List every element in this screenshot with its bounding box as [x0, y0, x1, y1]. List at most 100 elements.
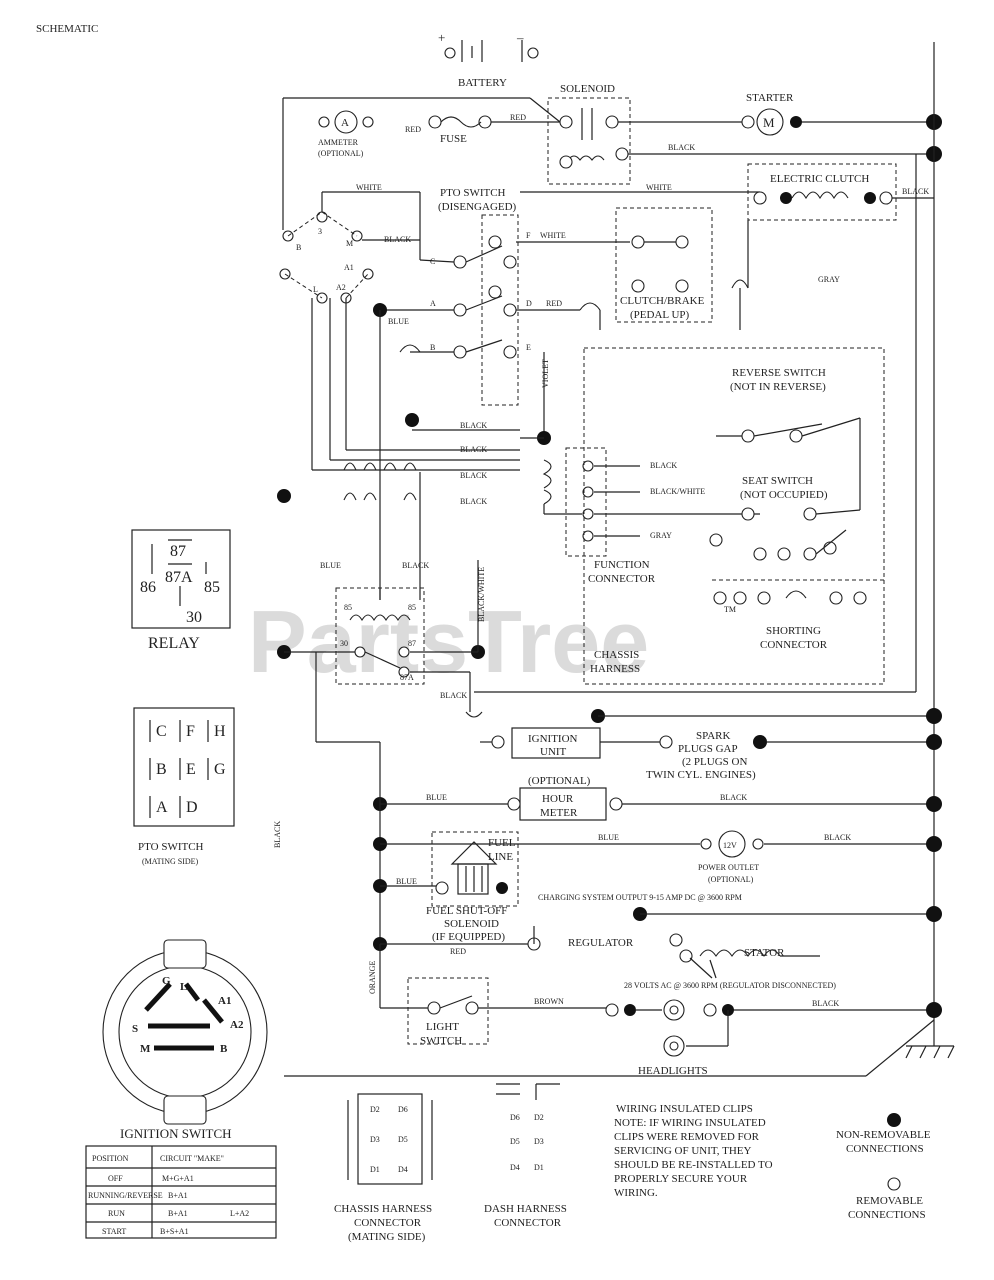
- ign-table-header-circuit: CIRCUIT "MAKE": [160, 1154, 224, 1163]
- relay-86: 86: [140, 579, 156, 596]
- note-line2: NOTE: IF WIRING INSULATED: [614, 1117, 766, 1129]
- ign-face-a1: A1: [218, 995, 231, 1007]
- parts-tree-watermark: PartsTree: [248, 592, 649, 691]
- ignition-unit-line1: IGNITION: [528, 733, 578, 745]
- wire-label-black-hour: BLACK: [720, 793, 747, 802]
- ammeter: A AMMETER (OPTIONAL): [318, 110, 374, 158]
- note-line6: PROPERLY SECURE YOUR: [614, 1173, 748, 1185]
- regulator-label: REGULATOR: [568, 937, 634, 949]
- relay-sch-85a: 85: [344, 603, 352, 612]
- chassis-conn-line3: (MATING SIDE): [348, 1231, 426, 1243]
- wire-label-blue-relay: BLUE: [320, 561, 341, 570]
- connections-legend: NON-REMOVABLE CONNECTIONS REMOVABLE CONN…: [836, 1113, 931, 1221]
- ignition-switch-face: G L A1 A2 S M B: [102, 939, 268, 1125]
- pto-term-c: C: [430, 257, 435, 266]
- dash-harness-connector: D6 D2 D5 D3 D4 D1 DASH HARNESS CONNECTOR: [484, 1083, 567, 1229]
- seat-switch-sub: (NOT OCCUPIED): [740, 489, 828, 501]
- ign-table-pos-off: OFF: [108, 1174, 123, 1183]
- wiring-note: WIRING INSULATED CLIPS NOTE: IF WIRING I…: [614, 1103, 773, 1199]
- shorting-connector: SHORTING CONNECTOR: [712, 579, 884, 651]
- function-connector-line1: FUNCTION: [594, 559, 650, 571]
- reverse-switch-sub: (NOT IN REVERSE): [730, 381, 826, 393]
- legend-removable-circle: [887, 1177, 901, 1191]
- ign-terminal-label-b: B: [296, 243, 301, 252]
- relay-sch-85b: 85: [408, 603, 416, 612]
- watermark-tm: TM: [724, 605, 736, 614]
- wire-label-black-bundle3: BLACK: [460, 471, 487, 480]
- hour-meter-optional: (OPTIONAL): [528, 775, 591, 787]
- hour-meter-line1: HOUR: [542, 793, 574, 805]
- hour-meter-line2: METER: [540, 807, 578, 819]
- spark-plugs-line1: SPARK: [696, 730, 731, 742]
- chassis-conn-d1: D1: [370, 1165, 380, 1174]
- ign-terminal-label-m: M: [346, 239, 353, 248]
- fuel-line-line1: FUEL: [488, 837, 516, 849]
- ign-table-pos-reverse: RUNNING/REVERSE: [88, 1191, 163, 1200]
- shorting-connector-line1: SHORTING: [766, 625, 821, 637]
- legend-nonremovable-line1: NON-REMOVABLE: [836, 1129, 931, 1141]
- headlights: HEADLIGHTS: [605, 999, 734, 1077]
- chassis-conn-line1: CHASSIS HARNESS: [334, 1203, 432, 1215]
- fuel-shutoff-solenoid: FUEL LINE FUEL SHUT-OFF SOLENOID (IF EQU…: [426, 831, 519, 943]
- dash-conn-d1: D1: [534, 1163, 544, 1172]
- light-switch-line2: SWITCH: [420, 1035, 462, 1047]
- pto-switch-schematic: PTO SWITCH (DISENGAGED) C F A D B E: [430, 187, 532, 406]
- wire-label-red-pto: RED: [546, 299, 562, 308]
- relay-30: 30: [186, 609, 202, 626]
- shorting-connector-line2: CONNECTOR: [760, 639, 828, 651]
- dash-conn-d5: D5: [510, 1137, 520, 1146]
- relay-85: 85: [204, 579, 220, 596]
- wire-label-red-fuse-right: RED: [510, 113, 526, 122]
- fuse-label: FUSE: [440, 133, 467, 145]
- legend-removable-line2: CONNECTIONS: [848, 1209, 926, 1221]
- ign-table-header-position: POSITION: [92, 1154, 129, 1163]
- wire-label-black-relay: BLACK: [402, 561, 429, 570]
- pto-mate-a: A: [156, 799, 168, 816]
- power-outlet: 12V POWER OUTLET (OPTIONAL): [698, 830, 764, 884]
- ign-table-pos-run: RUN: [108, 1209, 125, 1218]
- hour-meter: (OPTIONAL) HOUR METER: [507, 775, 623, 821]
- power-outlet-line2: (OPTIONAL): [708, 875, 754, 884]
- chassis-conn-d3: D3: [370, 1135, 380, 1144]
- pto-term-f: F: [526, 231, 531, 240]
- ign-table-circ-reverse: B+A1: [168, 1191, 188, 1200]
- wire-label-gray-clutch: GRAY: [818, 275, 840, 284]
- pto-mating-title: PTO SWITCH: [138, 841, 204, 853]
- stator-label: STATOR: [744, 947, 785, 959]
- ign-terminal-label-a1: A1: [344, 263, 354, 272]
- dash-conn-d4: D4: [510, 1163, 520, 1172]
- ign-table-pos-start: START: [102, 1227, 126, 1236]
- note-line3: CLIPS WERE REMOVED FOR: [614, 1131, 760, 1143]
- relay-sch-30: 30: [340, 639, 348, 648]
- wire-label-violet: VIOLET: [541, 359, 550, 388]
- chassis-conn-d5: D5: [398, 1135, 408, 1144]
- wire-label-black-white-relay: BLACK/WHITE: [477, 567, 486, 622]
- starter-motor-symbol: M: [763, 115, 775, 130]
- dash-conn-d3: D3: [534, 1137, 544, 1146]
- electric-clutch-label: ELECTRIC CLUTCH: [770, 173, 869, 185]
- wire-label-black-solenoid: BLACK: [668, 143, 695, 152]
- fuse: FUSE: [428, 115, 492, 145]
- legend-nonremovable-line2: CONNECTIONS: [846, 1143, 924, 1155]
- note-line5: SHOULD BE RE-INSTALLED TO: [614, 1159, 773, 1171]
- legend-nonremovable-dot: [887, 1113, 901, 1127]
- battery: + – BATTERY: [438, 30, 539, 89]
- legend-removable-line1: REMOVABLE: [856, 1195, 923, 1207]
- light-switch-line1: LIGHT: [426, 1021, 459, 1033]
- wire-label-blue-hour: BLUE: [426, 793, 447, 802]
- ac-output-note: 28 VOLTS AC @ 3600 RPM (REGULATOR DISCON…: [624, 981, 836, 990]
- chassis-conn-d2: D2: [370, 1105, 380, 1114]
- starter-label: STARTER: [746, 92, 794, 104]
- pto-term-e: E: [526, 343, 531, 352]
- pto-term-a: A: [430, 299, 436, 308]
- chassis-conn-d6: D6: [398, 1105, 408, 1114]
- pto-mate-d: D: [186, 799, 198, 816]
- fuel-solenoid-line3: (IF EQUIPPED): [432, 931, 505, 943]
- ign-table-circ-run2: L+A2: [230, 1209, 249, 1218]
- dash-conn-d6: D6: [510, 1113, 520, 1122]
- wire-label-black-clutch: BLACK: [902, 187, 929, 196]
- relay-87a: 87A: [165, 569, 193, 586]
- ignition-unit-line2: UNIT: [540, 746, 567, 758]
- spark-plugs-line2: PLUGS GAP: [678, 743, 738, 755]
